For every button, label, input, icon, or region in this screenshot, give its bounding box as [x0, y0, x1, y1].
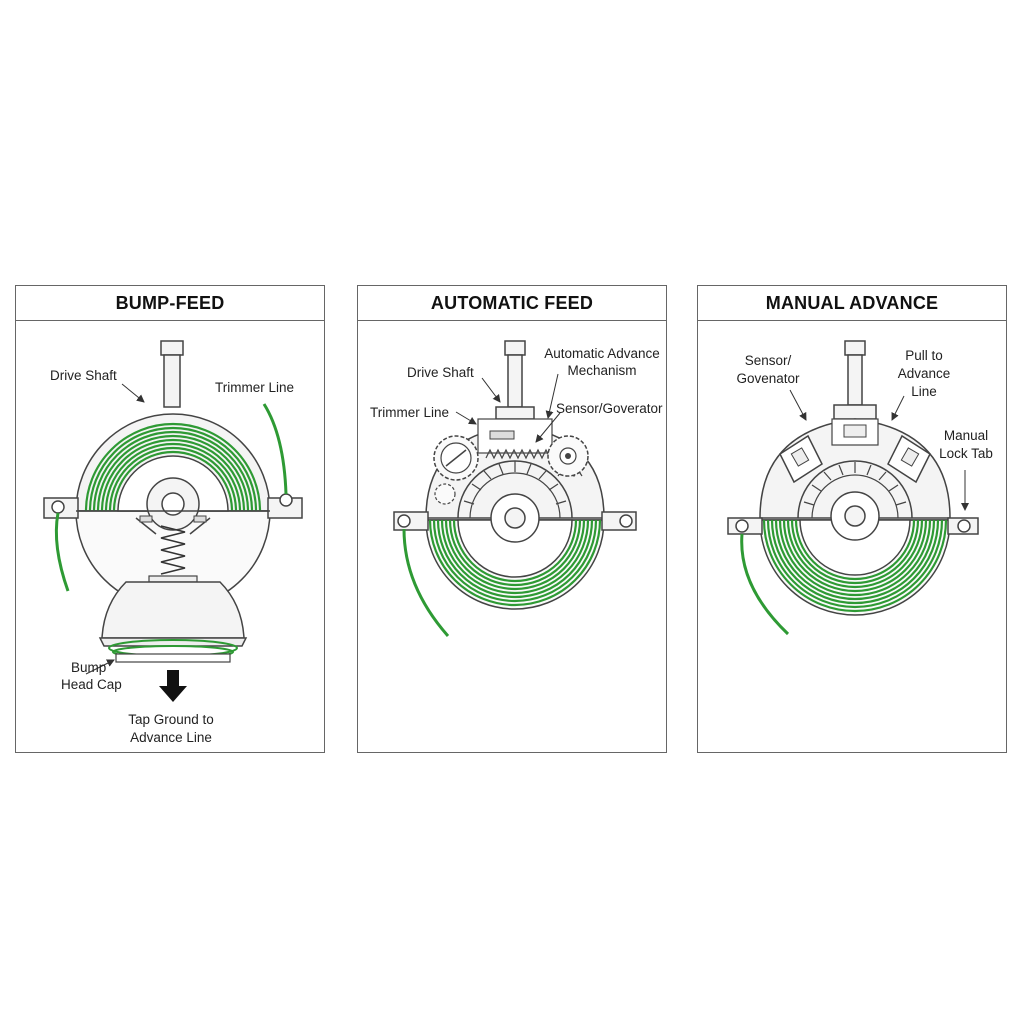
label-drive-shaft: Drive Shaft — [407, 365, 474, 380]
label-tap-ground-2: Advance Line — [130, 730, 212, 745]
label-pull-3: Line — [911, 384, 937, 399]
drive-shaft — [495, 340, 535, 420]
bump-head-cap — [98, 581, 248, 663]
label-pull-1: Pull to — [905, 348, 943, 363]
center-hub — [457, 493, 573, 578]
right-gear — [547, 435, 589, 477]
center-hub — [799, 491, 911, 576]
panel-title: AUTOMATIC FEED — [358, 286, 666, 321]
line-winding — [84, 422, 262, 512]
label-drive-shaft: Drive Shaft — [50, 368, 117, 383]
label-trimmer-line: Trimmer Line — [370, 405, 449, 420]
label-bump-head-cap-1: Bump — [71, 660, 106, 675]
manual-advance-diagram: Sensor/ Govenator Pull to Advance Line M… — [727, 340, 993, 636]
label-sensor-1: Sensor/ — [745, 353, 792, 368]
automatic-feed-diagram: Drive Shaft Automatic Advance Mechanism … — [370, 340, 663, 637]
label-lock-1: Manual — [944, 428, 988, 443]
panel-title: BUMP-FEED — [16, 286, 324, 321]
label-tap-ground-1: Tap Ground to — [128, 712, 214, 727]
drive-shaft — [160, 340, 184, 408]
trimmer-line — [402, 528, 450, 637]
panel-automatic-feed: AUTOMATIC FEED — [357, 285, 667, 753]
label-pull-2: Advance — [898, 366, 951, 381]
trimmer-line — [54, 403, 288, 592]
inner-hub — [76, 455, 270, 531]
line-winding — [428, 519, 602, 607]
upper-housing — [759, 418, 951, 519]
label-auto-advance-2: Mechanism — [567, 363, 636, 378]
label-lock-2: Lock Tab — [939, 446, 993, 461]
label-auto-advance-1: Automatic Advance — [544, 346, 660, 361]
panel-title: MANUAL ADVANCE — [698, 286, 1006, 321]
side-ears — [393, 511, 637, 531]
side-ears — [727, 517, 979, 535]
drive-shaft — [833, 340, 877, 420]
label-bump-head-cap-2: Head Cap — [61, 677, 122, 692]
label-sensor: Sensor/Goverator — [556, 401, 663, 416]
spring — [135, 515, 211, 583]
line-winding — [762, 519, 948, 613]
trimmer-line — [740, 533, 790, 636]
tap-arrow-icon — [159, 670, 187, 702]
left-gear — [433, 435, 479, 505]
panel-bump-feed: BUMP-FEED — [15, 285, 325, 753]
bump-feed-diagram: Drive Shaft Trimmer Line Bump Head Cap T… — [43, 340, 303, 745]
panel-manual-advance: MANUAL ADVANCE — [697, 285, 1007, 753]
label-sensor-2: Govenator — [736, 371, 800, 386]
label-trimmer-line: Trimmer Line — [215, 380, 294, 395]
